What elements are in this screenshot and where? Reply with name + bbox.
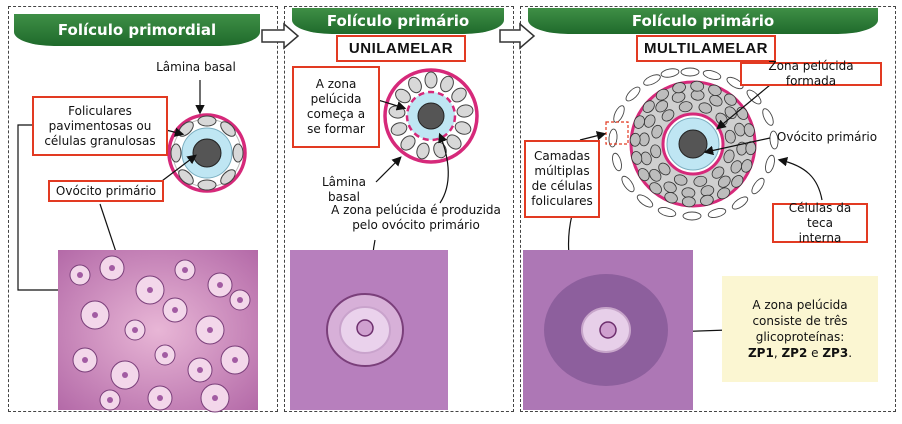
label-produzida: A zona pelúcida é produzida pelo ovócito… [326, 203, 506, 233]
label-zona-formada: Zona pelúcida formada [740, 62, 882, 86]
zona-pelucida-note: A zona pelúcida consiste de três glicopr… [722, 276, 878, 382]
oocyte-nucleus [162, 352, 168, 358]
oocyte-nucleus [197, 367, 203, 373]
note-zp2: ZP2 [781, 346, 807, 360]
note-sep2: e [807, 346, 822, 360]
micrograph-unilamelar [290, 250, 448, 410]
oocyte-nucleus [132, 327, 138, 333]
label-zona-comeca: A zona pelúcida começa a se formar [292, 66, 380, 148]
oocyte-nucleus [107, 397, 113, 403]
label-teca-interna: Células da teca interna [772, 203, 868, 243]
oocyte-nucleus [147, 287, 153, 293]
label-lamina-basal-1: Lâmina basal [146, 60, 246, 75]
note-end: . [848, 346, 852, 360]
primordial-follicle [169, 115, 245, 191]
oocyte-nucleus [182, 267, 188, 273]
oocyte-nucleus [157, 395, 163, 401]
oocyte-nucleus [207, 327, 213, 333]
arrow-to-multilamelar [500, 24, 534, 48]
note-zp3: ZP3 [822, 346, 848, 360]
unilamelar-follicle [385, 70, 477, 162]
oocyte-nucleus [212, 395, 218, 401]
oocyte-nucleus [237, 297, 243, 303]
oocyte-nucleus [109, 265, 115, 271]
oocyte-nucleus [232, 357, 238, 363]
oocyte-nucleus [82, 357, 88, 363]
label-camadas: Camadas múltiplas de células foliculares [524, 140, 600, 218]
label-lamina-basal-2: Lâmina basal [306, 175, 382, 205]
label-ovocito-primario-3: Ovócito primário [772, 130, 882, 145]
label-foliculares: Foliculares pavimentosas ou células gran… [32, 96, 168, 156]
label-ovocito-primario-1: Ovócito primário [48, 180, 164, 202]
micrograph-primordial [58, 250, 258, 412]
oocyte-nucleus [77, 272, 83, 278]
oocyte-nucleus [172, 307, 178, 313]
tag-unilamelar: UNILAMELAR [336, 35, 466, 62]
oocyte-nucleus [92, 312, 98, 318]
arrow-to-unilamelar [262, 24, 298, 48]
micrograph-multilamelar [523, 250, 693, 410]
multilamelar-follicle [606, 67, 779, 220]
note-text: A zona pelúcida consiste de três glicopr… [752, 298, 847, 344]
tag-multilamelar: MULTILAMELAR [636, 35, 776, 62]
oocyte-nucleus [122, 372, 128, 378]
oocyte-nucleus [217, 282, 223, 288]
note-zp1: ZP1 [748, 346, 774, 360]
